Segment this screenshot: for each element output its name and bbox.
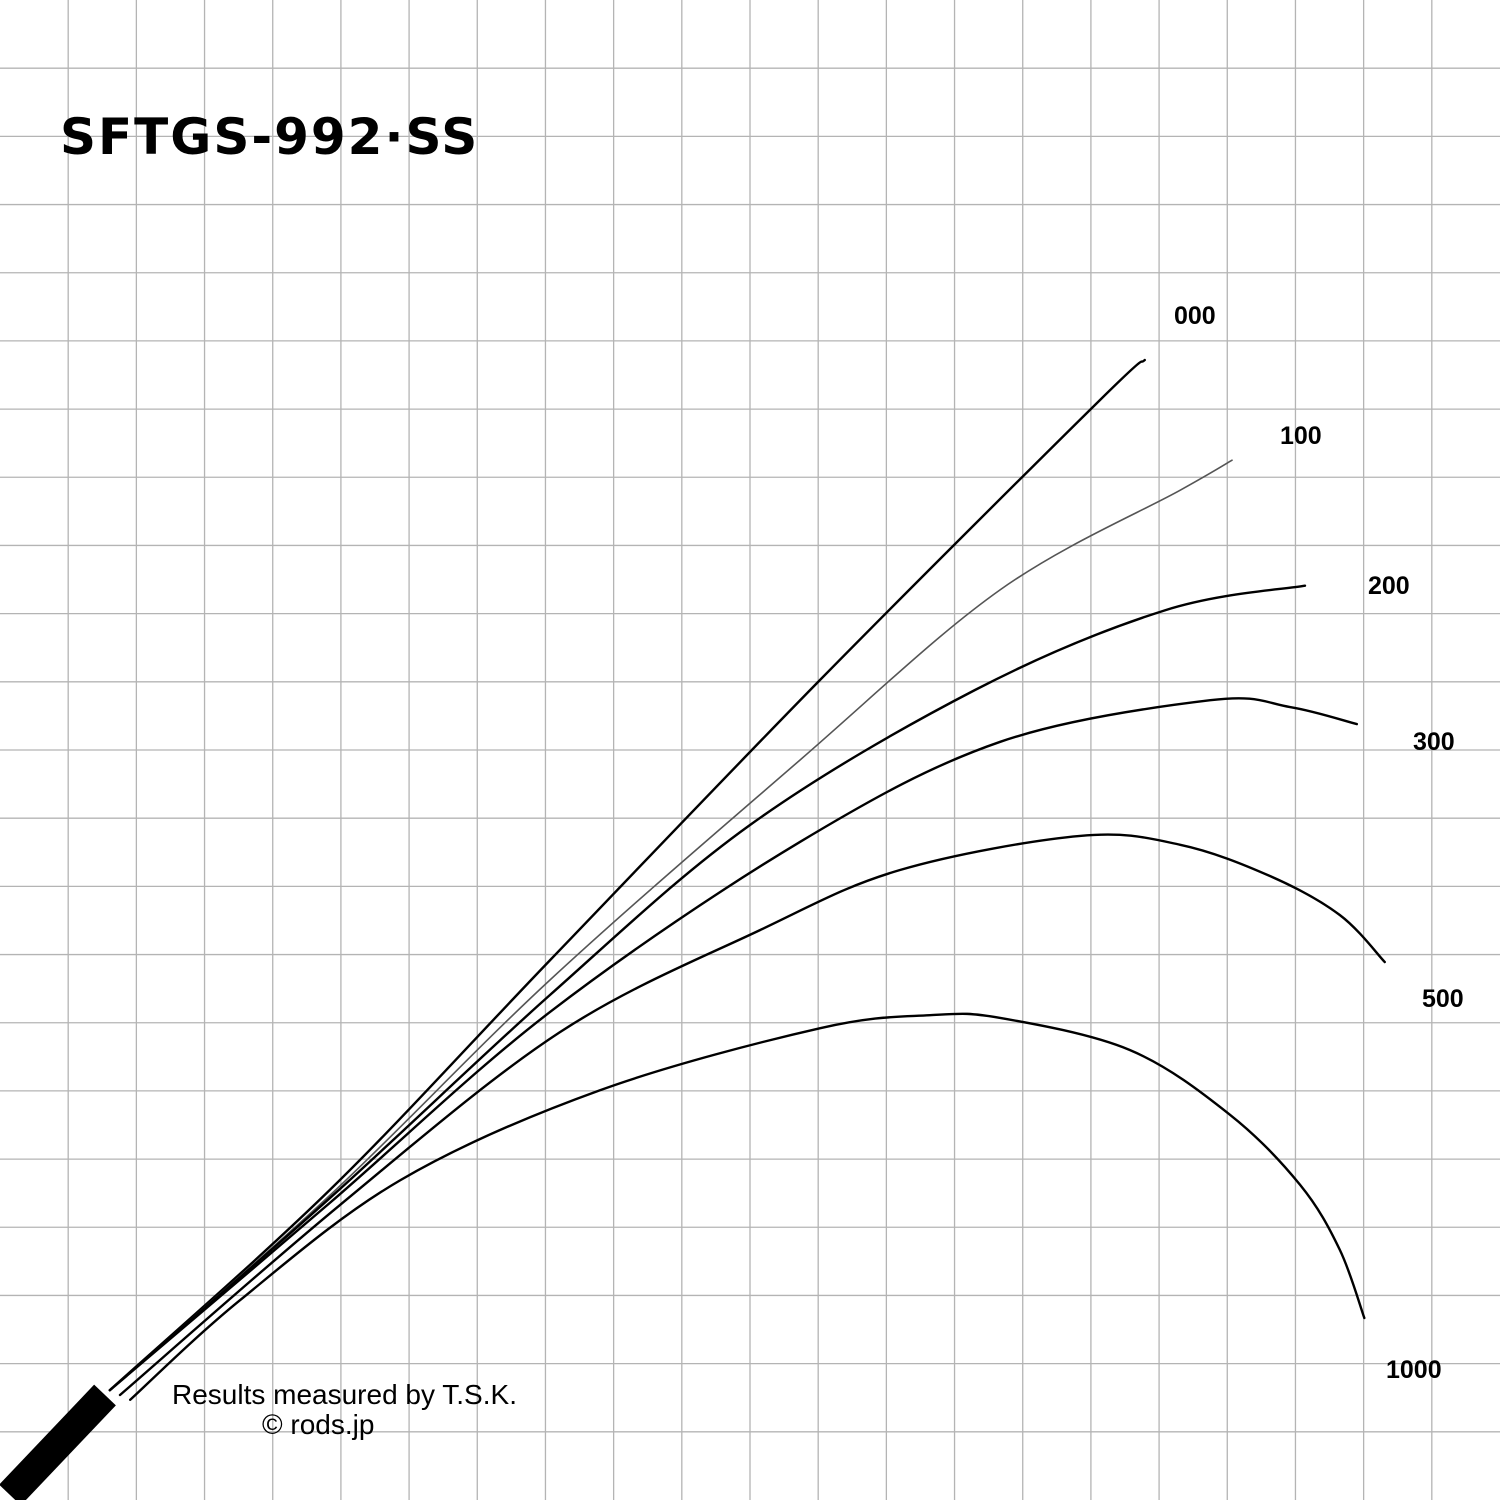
series-label-200: 200 xyxy=(1368,572,1410,600)
rod-curve-100 xyxy=(108,459,1233,1392)
chart-title: SFTGS-992·SS xyxy=(60,108,480,166)
credit-copyright: © rods.jp xyxy=(262,1409,375,1440)
credit-measured-by: Results measured by T.S.K. xyxy=(172,1379,517,1410)
series-label-300: 300 xyxy=(1413,728,1455,756)
rod-curve-300 xyxy=(108,697,1359,1392)
series-label-100: 100 xyxy=(1280,422,1322,450)
rod-curve-000 xyxy=(108,358,1146,1392)
series-label-1000: 1000 xyxy=(1386,1356,1442,1384)
series-label-000: 000 xyxy=(1174,302,1216,330)
rod-curve-500 xyxy=(118,833,1386,1397)
rod-handle xyxy=(0,1384,116,1500)
rod-curve-200 xyxy=(108,584,1307,1392)
series-label-500: 500 xyxy=(1422,985,1464,1013)
rod-curve-1000 xyxy=(129,1012,1366,1401)
